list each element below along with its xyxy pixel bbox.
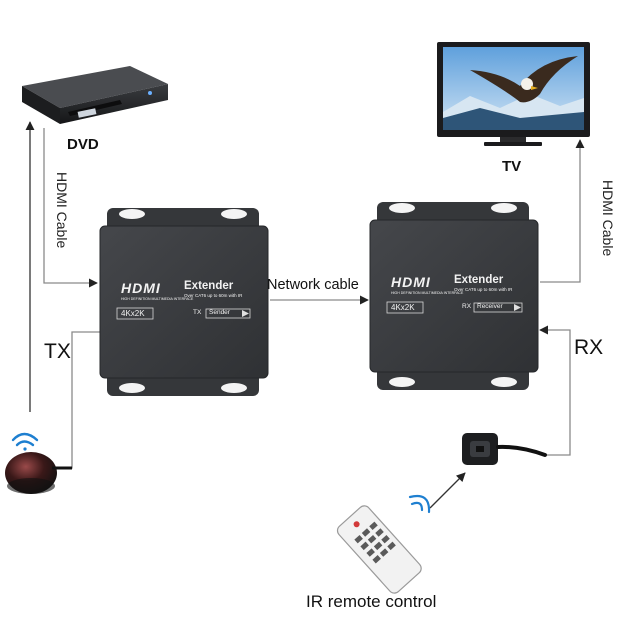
receiver-brand: HDMI	[391, 274, 431, 290]
tx-label: TX	[44, 340, 71, 363]
ir-emitter-icon	[5, 452, 72, 494]
sender-subtitle: Over CAT6 up to 60m with IR	[184, 293, 243, 298]
hdmi-cable-left-label: HDMI Cable	[54, 172, 70, 249]
hdmi-cable-right-label: HDMI Cable	[600, 180, 616, 257]
network-cable-label: Network cable	[267, 277, 359, 293]
sender-fineprint: HIGH DEFINITION MULTIMEDIA INTERFACE	[121, 297, 194, 301]
dvd-player-icon	[22, 66, 168, 124]
sender-role: Sender	[209, 309, 230, 316]
receiver-fineprint: HIGH DEFINITION MULTIMEDIA INTERFACE	[391, 291, 464, 295]
receiver-resolution: 4Kx2K	[391, 303, 415, 312]
receiver-unit	[369, 202, 539, 390]
receiver-product: Extender	[454, 274, 504, 286]
sender-brand: HDMI	[121, 280, 161, 296]
hdmi-cable-left-line	[43, 128, 98, 288]
sender-product: Extender	[184, 280, 234, 292]
tv-icon	[437, 42, 590, 146]
tv-label: TV	[502, 158, 522, 175]
hdmi-cable-right-line	[540, 139, 585, 283]
ir-remote-label: IR remote control	[306, 592, 437, 611]
sender-resolution: 4Kx2K	[121, 309, 145, 318]
rx-ir-line	[539, 325, 571, 456]
rx-label: RX	[574, 336, 604, 359]
receiver-port-code: RX	[462, 303, 472, 310]
ir-receiver-icon	[462, 433, 547, 465]
ir-remote-icon	[336, 505, 422, 594]
dvd-label: DVD	[67, 136, 99, 153]
remote-signal-arrow	[429, 472, 466, 509]
receiver-role: Receiver	[477, 303, 503, 310]
wifi-signal-icon	[11, 432, 39, 451]
sender-unit	[99, 208, 269, 396]
receiver-subtitle: Over CAT6 up to 60m with IR	[454, 287, 513, 292]
sender-port-code: TX	[193, 309, 202, 316]
remote-signal-icon	[408, 494, 431, 514]
